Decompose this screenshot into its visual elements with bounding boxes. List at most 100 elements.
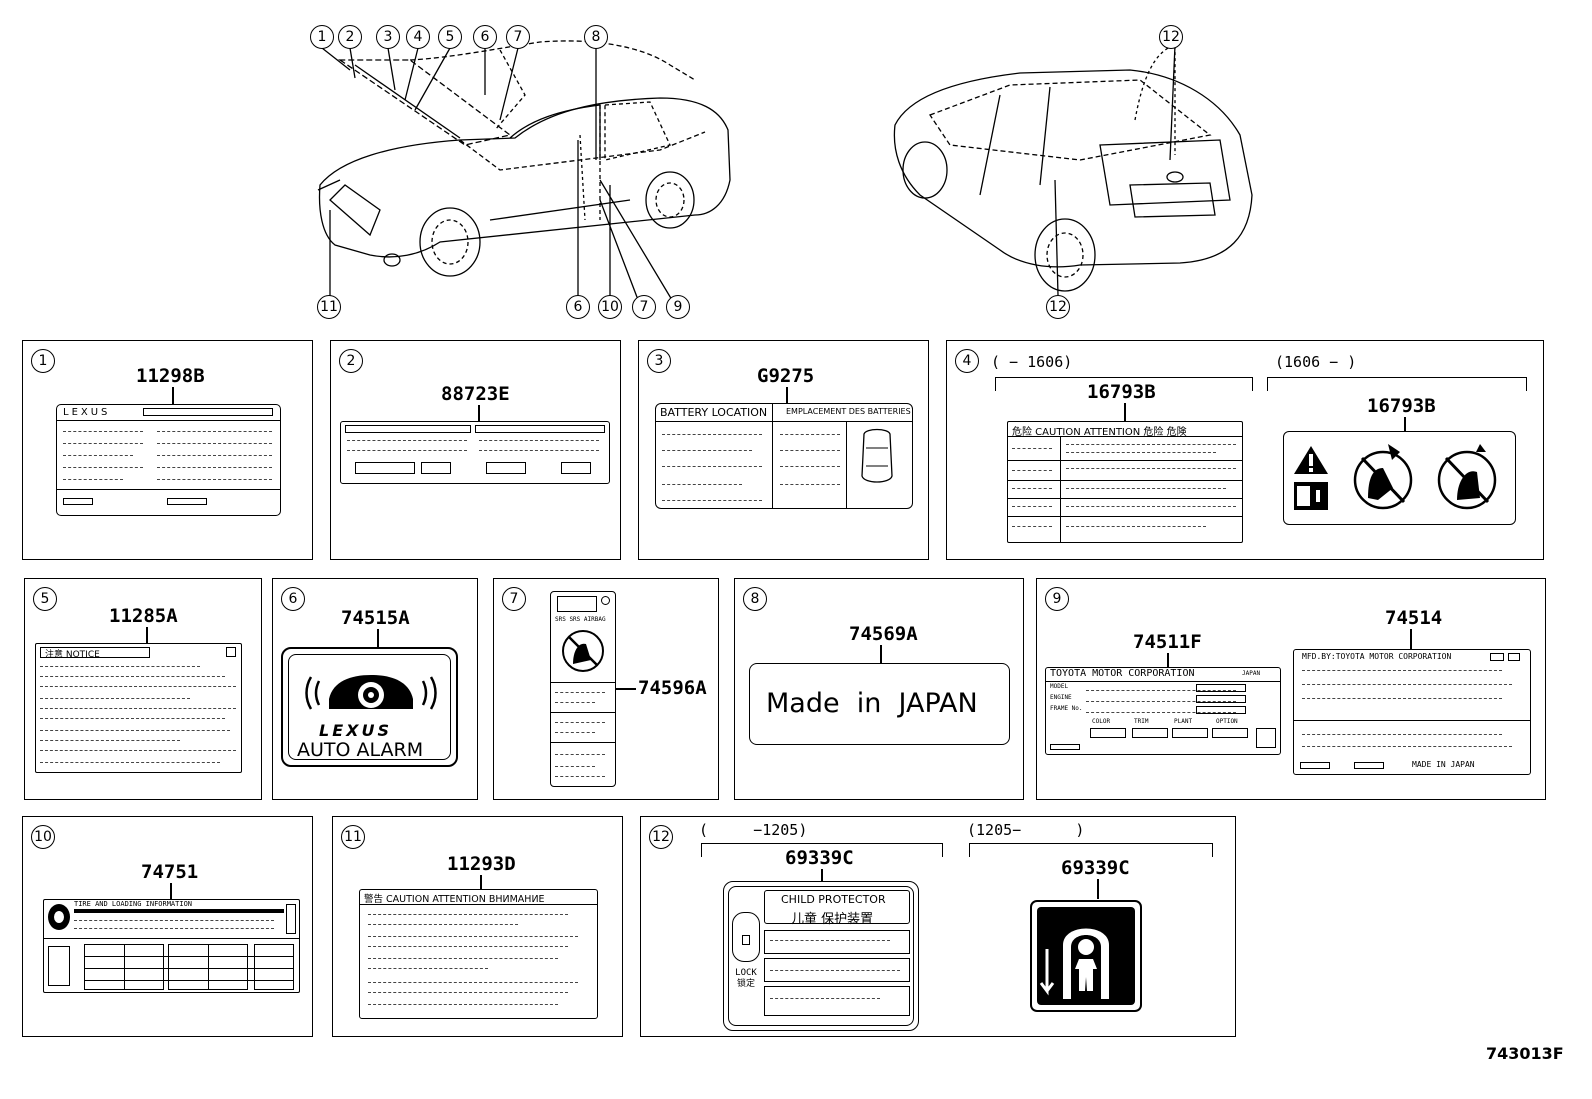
- part-number-right: 74514: [1385, 607, 1443, 629]
- field-engine: ENGINE: [1050, 694, 1072, 701]
- part-number: 74515A: [341, 607, 410, 629]
- child-protector-title: CHILD PROTECTOR 儿童 保护装置: [764, 890, 910, 927]
- panel-number: 1: [31, 349, 55, 373]
- callout-7: 7: [506, 25, 530, 49]
- part-number: 11285A: [109, 605, 178, 627]
- label-16793B-early: 危险 CAUTION ATTENTION 危险 危険: [1007, 421, 1243, 543]
- child-lock-icon: [1030, 900, 1142, 1012]
- label-G9275: BATTERY LOCATION EMPLACEMENT DES BATTERI…: [655, 403, 913, 509]
- tire-icon: [48, 904, 70, 930]
- label-11293D: 警告 CAUTION ATTENTION ВНИМАНИЕ: [359, 889, 598, 1019]
- range-right: (1205− ): [967, 821, 1085, 839]
- panel-number: 8: [743, 587, 767, 611]
- field-model: MODEL: [1050, 683, 1069, 690]
- col-trim: TRIM: [1134, 718, 1149, 725]
- panel-number: 3: [647, 349, 671, 373]
- panel-10: 10 74751 TIRE AND LOADING INFORMATION: [22, 816, 313, 1037]
- battery-location-heading-fr: EMPLACEMENT DES BATTERIES: [786, 407, 911, 416]
- label-74751: TIRE AND LOADING INFORMATION: [43, 899, 300, 993]
- mfd-by-text: MFD.BY:TOYOTA MOTOR CORPORATION: [1302, 652, 1452, 661]
- label-74596A: SRS SRS AIRBAG: [550, 591, 616, 787]
- made-in-japan-small: MADE IN JAPAN: [1412, 760, 1475, 769]
- panel-number: 7: [502, 587, 526, 611]
- rear-car-illustration: [893, 44, 1253, 296]
- col-color: COLOR: [1092, 718, 1111, 725]
- label-74515A: LEXUS AUTO ALARM: [281, 647, 458, 767]
- tire-info-heading: TIRE AND LOADING INFORMATION: [74, 900, 193, 908]
- panel-number: 10: [31, 825, 55, 849]
- no-rear-facing-seat-icon: [1437, 444, 1497, 510]
- part-number: 88723E: [441, 383, 510, 405]
- part-number: G9275: [757, 365, 815, 387]
- panel-number: 5: [33, 587, 57, 611]
- panel-5: 5 11285A 注意 NOTICE: [24, 578, 262, 800]
- label-74511F: TOYOTA MOTOR CORPORATION JAPAN MODEL ENG…: [1045, 667, 1281, 755]
- label-74514: MFD.BY:TOYOTA MOTOR CORPORATION MADE IN …: [1293, 649, 1531, 775]
- callout-6-lower: 6: [566, 295, 590, 319]
- callout-7-lower: 7: [632, 295, 656, 319]
- callout-5: 5: [438, 25, 462, 49]
- callout-9-lower: 9: [666, 295, 690, 319]
- panel-4: 4 ( − 1606) (1606 − ) 16793B 16793B 危险 C…: [946, 340, 1544, 560]
- part-number-right: 16793B: [1367, 395, 1436, 417]
- caution-header: 警告 CAUTION ATTENTION ВНИМАНИЕ: [364, 894, 545, 905]
- callout-10-lower: 10: [598, 295, 622, 319]
- car-alarm-icon: [305, 675, 437, 710]
- callout-2: 2: [338, 25, 362, 49]
- lexus-logo: LEXUS: [319, 721, 392, 740]
- japan-text: JAPAN: [1242, 670, 1261, 677]
- part-number: 74596A: [638, 677, 707, 699]
- field-frame: FRAME No.: [1050, 705, 1083, 712]
- panel-2: 2 88723E: [330, 340, 621, 560]
- panel-number: 4: [955, 349, 979, 373]
- panel-number: 11: [341, 825, 365, 849]
- callout-12-bottom: 12: [1046, 295, 1070, 319]
- col-option: OPTION: [1216, 718, 1238, 725]
- lexus-logo: LEXUS: [63, 407, 111, 418]
- part-number-right: 69339C: [1061, 857, 1130, 879]
- callout-8: 8: [584, 25, 608, 49]
- callout-11-lower: 11: [317, 295, 341, 319]
- panel-number: 12: [649, 825, 673, 849]
- made-in-japan-text: Made in JAPAN: [766, 688, 978, 719]
- car-top-view-icon: [861, 428, 893, 483]
- label-74569A: Made in JAPAN: [749, 663, 1010, 745]
- range-left: ( −1205): [699, 821, 808, 839]
- no-child-seat-icon: [1353, 444, 1413, 510]
- panel-1: 1 11298B LEXUS: [22, 340, 313, 560]
- airbag-codes: SRS SRS AIRBAG: [555, 616, 606, 623]
- part-number: 11298B: [136, 365, 205, 387]
- callout-1: 1: [310, 25, 334, 49]
- part-number-left: 74511F: [1133, 631, 1202, 653]
- panel-11: 11 11293D 警告 CAUTION ATTENTION ВНИМАНИЕ: [332, 816, 623, 1037]
- notice-header: 注意 NOTICE: [40, 647, 150, 660]
- callout-3: 3: [376, 25, 400, 49]
- callout-6: 6: [473, 25, 497, 49]
- label-69339C-early: CHILD PROTECTOR 儿童 保护装置 LOCK 锁定: [723, 881, 919, 1031]
- lock-switch-icon: [732, 912, 760, 962]
- part-number: 11293D: [447, 853, 516, 875]
- panel-3: 3 G9275 BATTERY LOCATION EMPLACEMENT DES…: [638, 340, 929, 560]
- panel-number: 6: [281, 587, 305, 611]
- panel-12: 12 ( −1205) (1205− ) 69339C 69339C CHILD…: [640, 816, 1236, 1037]
- figure-code: 743013F: [1486, 1044, 1564, 1063]
- front-car-illustration: [317, 40, 731, 306]
- caution-header: 危险 CAUTION ATTENTION 危险 危険: [1012, 427, 1187, 438]
- range-right: (1606 − ): [1275, 353, 1357, 371]
- label-11298B: LEXUS: [56, 404, 281, 516]
- panel-9: 9 74511F 74514 TOYOTA MOTOR CORPORATION …: [1036, 578, 1546, 800]
- tmc-heading: TOYOTA MOTOR CORPORATION: [1050, 668, 1195, 679]
- battery-location-heading: BATTERY LOCATION: [660, 406, 768, 419]
- col-plant: PLANT: [1174, 718, 1193, 725]
- part-number: 74751: [141, 861, 199, 883]
- panel-8: 8 74569A Made in JAPAN: [734, 578, 1024, 800]
- part-number-left: 16793B: [1087, 381, 1156, 403]
- range-left: ( − 1606): [991, 353, 1073, 371]
- panel-6: 6 74515A LEXUS AUTO ALARM: [272, 578, 478, 800]
- label-16793B-late: [1283, 431, 1516, 525]
- label-11285A: 注意 NOTICE: [35, 643, 242, 773]
- no-child-seat-icon: [562, 630, 604, 672]
- lock-text: LOCK 锁定: [735, 968, 757, 989]
- callout-4: 4: [406, 25, 430, 49]
- warning-manual-icon: [1294, 446, 1328, 510]
